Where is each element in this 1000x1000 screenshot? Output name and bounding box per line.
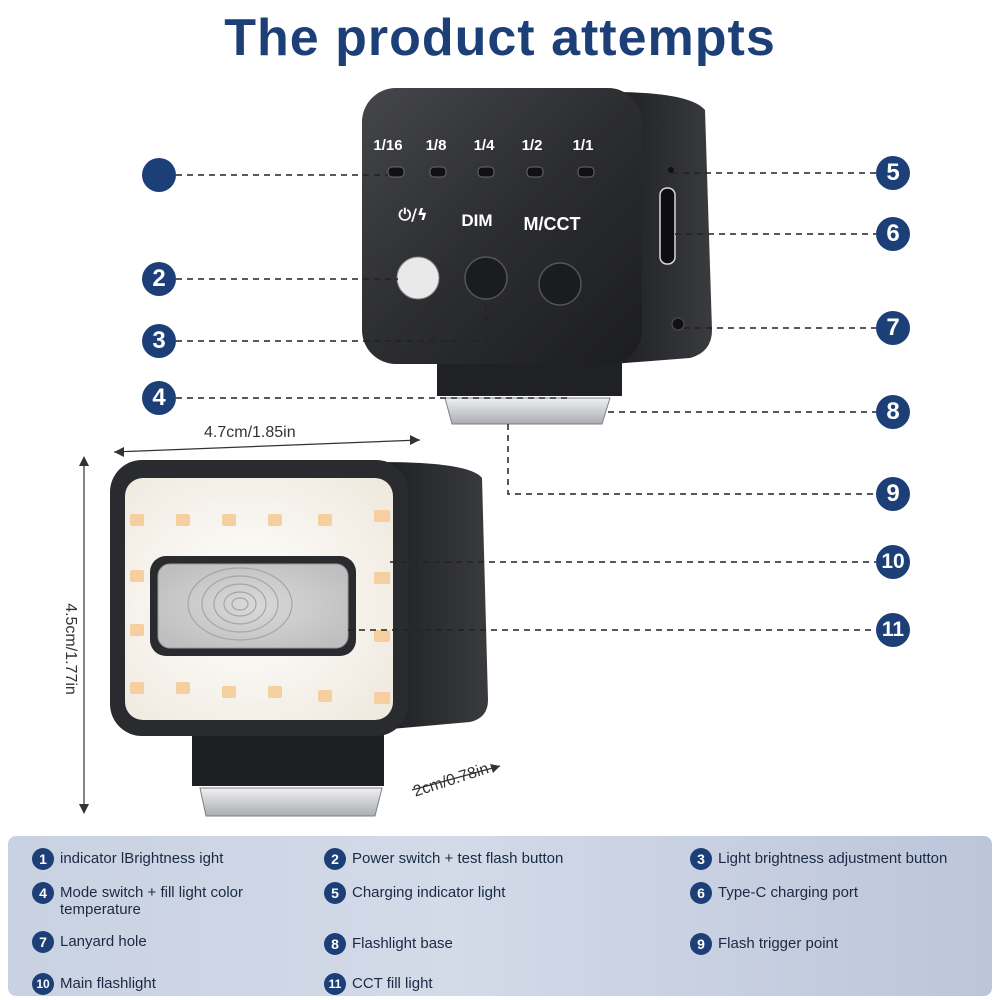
callout-badge-6: 6 [876,217,910,251]
lanyard-hole [671,317,685,331]
metal-base-top [444,397,611,425]
legend-number-badge: 7 [32,931,54,953]
level-label-1-16: 1/16 [373,137,402,154]
legend-number-badge: 8 [324,933,346,955]
callout-badge-8: 8 [876,395,910,429]
legend-number-badge: 1 [32,848,54,870]
level-label-1-4: 1/4 [474,137,496,154]
dimension-arrows [79,435,501,814]
legend-item-7: 7 Lanyard hole [32,931,147,953]
legend-item-6: 6 Type-C charging port [690,882,859,904]
brightness-indicator-4 [526,166,544,178]
level-label-1-8: 1/8 [426,137,447,154]
legend-item-10: 10 Main flashlight [32,973,156,995]
power-button[interactable] [396,256,440,300]
dim-button[interactable] [464,256,508,300]
legend-number-badge: 10 [32,973,54,995]
legend-number-badge: 5 [324,882,346,904]
legend-number-badge: 6 [690,882,712,904]
legend-label: Charging indicator light [352,884,506,901]
legend-item-11: 11 CCT fill light [324,973,433,995]
brightness-indicator-5 [577,166,595,178]
fresnel-rings [187,567,293,641]
legend-item-5: 5 Charging indicator light [324,882,506,904]
legend-item-4: 4 Mode switch + fill light color tempera… [32,882,270,918]
mcct-label: M/CCT [524,214,581,234]
legend-label: indicator lBrightness ight [60,850,224,867]
legend-number-badge: 3 [690,848,712,870]
level-label-1-2: 1/2 [522,137,543,154]
legend-number-badge: 4 [32,882,54,904]
legend-label: Lanyard hole [60,933,147,950]
brightness-indicator-2 [429,166,447,178]
legend-item-1: 1 indicator lBrightness ight [32,848,224,870]
legend-number-badge: 9 [690,933,712,955]
charging-indicator-dot [668,167,674,173]
legend-item-2: 2 Power switch + test flash button [324,848,564,870]
device-face-top [362,88,642,364]
callout-badge-3: 3 [142,324,176,358]
dim-label: DIM [461,211,492,230]
legend-number-badge: 2 [324,848,346,870]
brightness-indicator-3 [477,166,495,178]
callout-badge-5: 5 [876,156,910,190]
mcct-button[interactable] [538,262,582,306]
callout-badge-7: 7 [876,311,910,345]
callout-badge-4: 4 [142,381,176,415]
type-c-port [659,187,676,265]
height-dimension-label: 4.5cm/1.77in [62,603,79,695]
device-back-view: 1/16 1/8 1/4 1/2 1/1 ⏻/ϟ DIM M/CCT [362,88,712,425]
callout-badge-2: 2 [142,262,176,296]
metal-base-bottom [199,787,383,817]
legend-item-3: 3 Light brightness adjustment button [690,848,948,870]
legend-label: Flash trigger point [718,935,839,952]
legend-label: Power switch + test flash button [352,850,564,867]
callout-badge-10: 10 [876,545,910,579]
legend-item-9: 9 Flash trigger point [690,933,839,955]
power-symbol-label: ⏻/ϟ [398,205,427,224]
callout-badge-11: 11 [876,613,910,647]
legend-panel: 1 indicator lBrightness ight 2 Power swi… [8,836,992,996]
cct-led-array [130,510,390,704]
legend-label: Type-C charging port [718,884,859,901]
legend-label: Main flashlight [60,975,156,992]
main-flash-lens [157,563,349,649]
callout-badge-9: 9 [876,477,910,511]
callout-badge-1 [142,158,176,192]
product-diagram: 1/16 1/8 1/4 1/2 1/1 ⏻/ϟ DIM M/CCT [79,88,876,817]
legend-label: CCT fill light [352,975,433,992]
page-title: The product attempts [224,9,776,67]
legend-item-8: 8 Flashlight base [324,933,453,955]
legend-number-badge: 11 [324,973,346,995]
legend-label: Mode switch + fill light color temperatu… [60,884,243,918]
brightness-indicator-1 [387,166,405,178]
device-front-view [110,460,488,817]
legend-label: Light brightness adjustment button [718,850,948,867]
callout-leader-lines [176,172,876,631]
width-dimension-label: 4.7cm/1.85in [204,424,296,441]
legend-label: Flashlight base [352,935,453,952]
level-label-1-1: 1/1 [573,137,594,154]
